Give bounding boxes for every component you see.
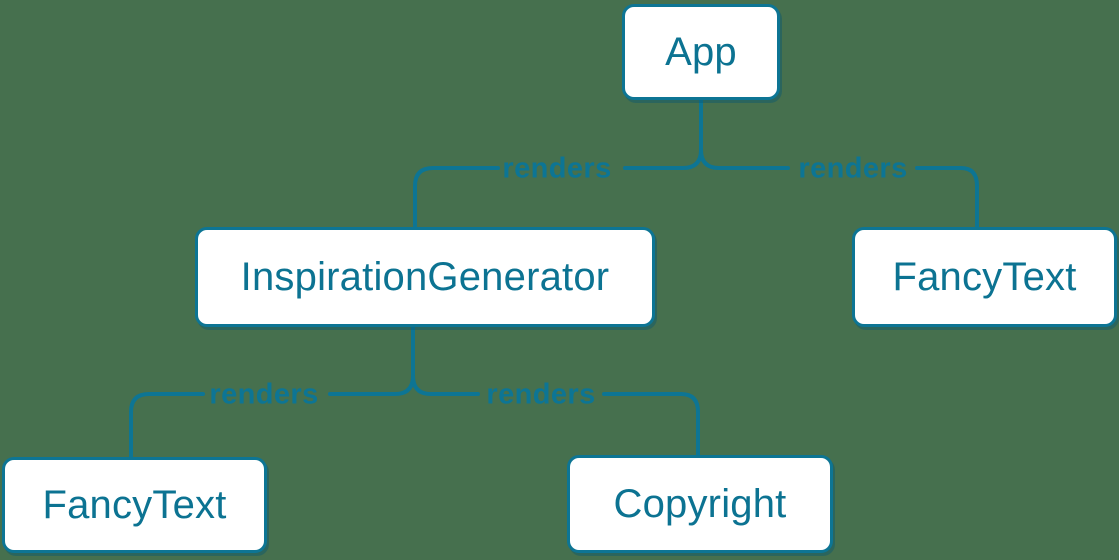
node-app-label: App (665, 29, 737, 74)
edge-label-app-to-inspiration-generator: renders (502, 152, 612, 185)
node-copyright: Copyright (567, 455, 833, 553)
node-fancy-text-bottom-label: FancyText (42, 482, 227, 527)
edge-label-app-to-fancy-text: renders (798, 152, 908, 185)
edge-app-to-fancy-text (699, 148, 979, 229)
edge-label-inspiration-generator-to-copyright: renders (486, 378, 596, 411)
node-inspiration-generator: InspirationGenerator (195, 227, 655, 327)
node-inspiration-generator-label: InspirationGenerator (240, 254, 610, 299)
node-fancy-text-bottom: FancyText (2, 457, 267, 553)
node-app: App (622, 4, 780, 100)
node-fancy-text-top: FancyText (852, 227, 1117, 327)
edge-inspiration-generator-to-copyright (411, 374, 700, 457)
node-fancy-text-top-label: FancyText (892, 254, 1077, 299)
edge-label-inspiration-generator-to-fancy-text: renders (209, 378, 319, 411)
node-copyright-label: Copyright (613, 481, 787, 526)
